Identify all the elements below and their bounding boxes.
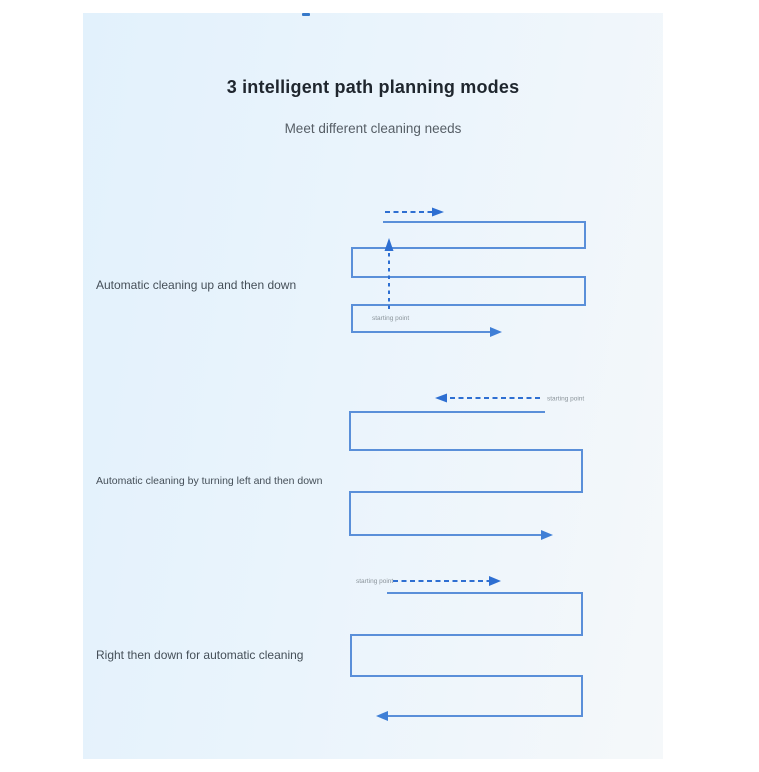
serpentine-path xyxy=(351,221,586,333)
start-dashed-arrow-up-icon xyxy=(384,238,394,309)
start-dashed-arrow-left-icon xyxy=(435,393,540,403)
path-end-arrow-right-icon xyxy=(490,327,502,337)
top-edge-marker xyxy=(302,13,310,16)
content-panel: 3 intelligent path planning modes Meet d… xyxy=(83,13,663,759)
mode-1-path-diagram: starting point xyxy=(351,207,586,337)
serpentine-path xyxy=(349,411,583,536)
start-dashed-arrow-right-icon xyxy=(393,576,501,586)
top-dashed-arrow-right-icon xyxy=(385,207,444,217)
serpentine-path xyxy=(350,592,583,717)
starting-point-label: starting point xyxy=(547,396,584,403)
path-end-arrow-left-icon xyxy=(376,711,388,721)
path-end-arrow-right-icon xyxy=(541,530,553,540)
mode-3-label: Right then down for automatic cleaning xyxy=(96,648,304,662)
mode-1-label: Automatic cleaning up and then down xyxy=(96,278,297,292)
starting-point-label: starting point xyxy=(372,315,409,322)
mode-2-label: Automatic cleaning by turning left and t… xyxy=(96,475,323,487)
page-subtitle: Meet different cleaning needs xyxy=(284,121,462,136)
mode-2-path-diagram: starting point xyxy=(349,393,584,540)
starting-point-label: starting point xyxy=(356,578,393,585)
mode-3-path-diagram: starting point xyxy=(350,576,583,721)
page-title: 3 intelligent path planning modes xyxy=(226,77,520,97)
